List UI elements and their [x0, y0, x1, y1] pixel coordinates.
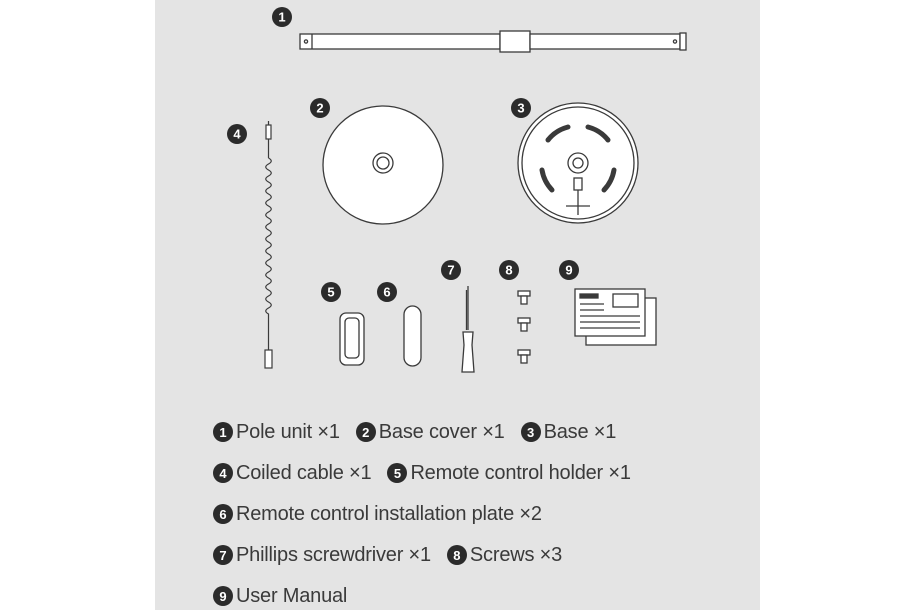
callout-circle	[272, 7, 292, 27]
screws	[517, 290, 531, 364]
legend-number-badge: 3	[520, 422, 541, 442]
callout-circle	[499, 260, 519, 280]
legend-number-badge: 1	[213, 422, 233, 442]
coiled-cable	[264, 121, 273, 369]
legend-label: Base ×1	[543, 420, 617, 443]
legend-label: Phillips screwdriver ×1	[236, 543, 431, 566]
legend-label: Remote control installation plate ×2	[236, 502, 542, 525]
base	[517, 102, 639, 224]
legend-number-badge: 9	[213, 586, 233, 606]
callout-number: 7	[447, 263, 454, 278]
callout-circle	[559, 260, 579, 280]
callout-circle	[511, 98, 531, 118]
callout-circle	[310, 98, 330, 118]
legend-number-badge: 5	[387, 463, 408, 483]
legend-label: Remote control holder ×1	[410, 461, 631, 484]
legend-number-badge: 6	[213, 504, 233, 524]
legend-label: Screws ×3	[469, 543, 563, 566]
callout-number: 1	[278, 10, 285, 25]
legend-number-badge: 2	[355, 422, 376, 442]
callout-3: 3	[511, 98, 531, 118]
callout-badges: 1 2 3 4 5 6 7 8 9	[227, 7, 579, 302]
callout-circle	[441, 260, 461, 280]
user-manual	[574, 288, 657, 346]
callout-7: 7	[441, 260, 461, 280]
callout-4: 4	[227, 124, 247, 144]
callout-number: 9	[565, 263, 572, 278]
legend-label: Base cover ×1	[378, 420, 505, 443]
legend-number-badge: 7	[213, 545, 233, 565]
callout-circle	[227, 124, 247, 144]
callout-9: 9	[559, 260, 579, 280]
callout-1: 1	[272, 7, 292, 27]
callout-number: 8	[505, 263, 512, 278]
remote-control-holder	[339, 312, 365, 366]
legend-label: User Manual	[236, 584, 348, 607]
callout-number: 2	[316, 101, 323, 116]
callout-number: 3	[517, 101, 524, 116]
legend-label: Coiled cable ×1	[236, 461, 372, 484]
legend-number-badge: 8	[446, 545, 467, 565]
callout-5: 5	[321, 282, 341, 302]
legend-label: Pole unit ×1	[236, 420, 340, 443]
pole-unit	[299, 30, 687, 53]
base-cover	[322, 105, 444, 225]
diagram-panel	[155, 0, 760, 610]
callout-number: 4	[233, 127, 241, 142]
callout-2: 2	[310, 98, 330, 118]
callout-number: 5	[327, 285, 334, 300]
callout-6: 6	[377, 282, 397, 302]
callout-circle	[321, 282, 341, 302]
legend-number-badge: 4	[213, 463, 233, 483]
callout-number: 6	[383, 285, 390, 300]
callout-8: 8	[499, 260, 519, 280]
callout-circle	[377, 282, 397, 302]
remote-control-installation-plate	[403, 305, 422, 367]
phillips-screwdriver	[461, 286, 475, 373]
